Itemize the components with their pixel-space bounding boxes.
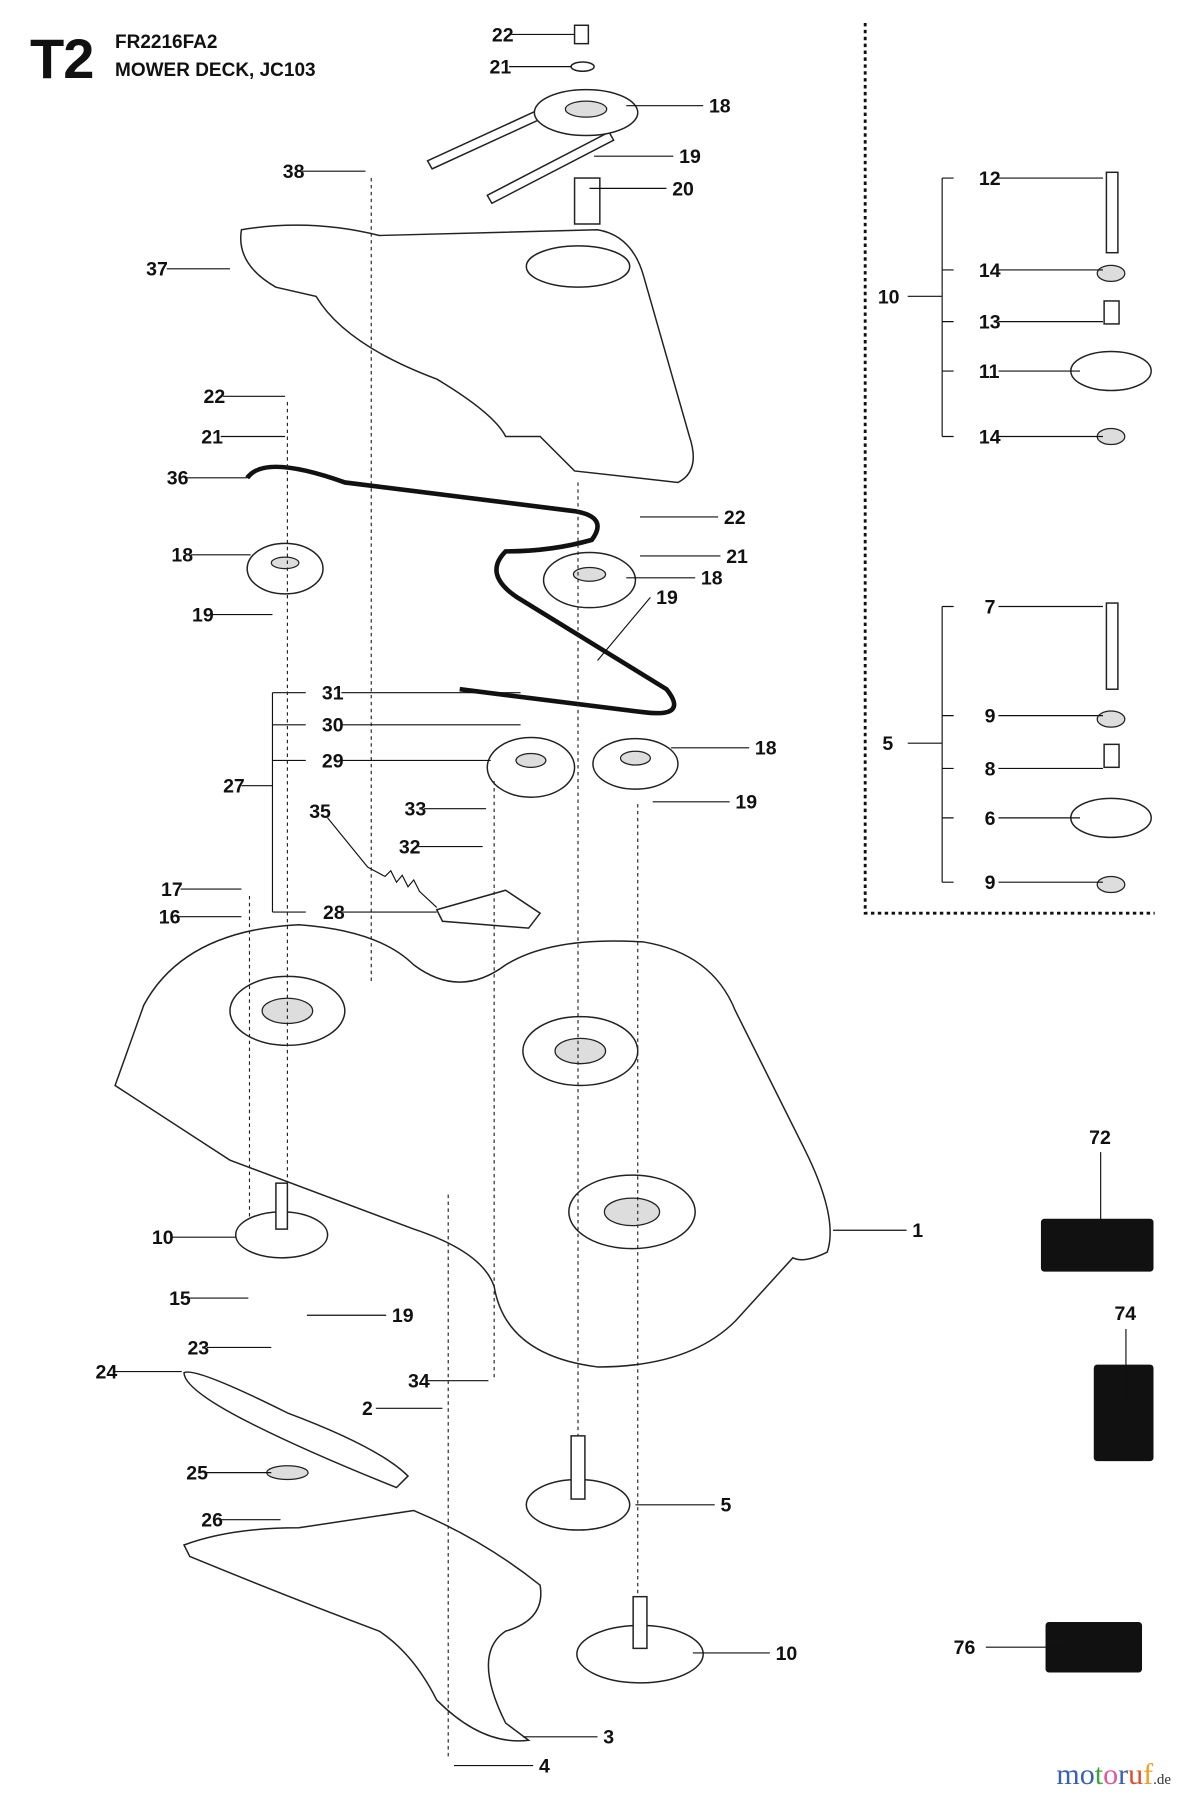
- decal-74: [1093, 1364, 1154, 1462]
- idler-arm: [435, 889, 542, 929]
- callout-20: 20: [672, 178, 694, 200]
- callout-10: 10: [776, 1643, 798, 1665]
- deck-baffle: [182, 1509, 542, 1742]
- callout-30: 30: [322, 715, 344, 737]
- callout-5: 5: [882, 733, 893, 755]
- callout-5: 5: [720, 1495, 731, 1517]
- mower-deck: [114, 923, 831, 1368]
- callout-19: 19: [735, 792, 757, 814]
- callout-29: 29: [322, 750, 344, 772]
- blade: [183, 1371, 410, 1489]
- callout-3: 3: [603, 1727, 614, 1749]
- spring: [367, 866, 438, 908]
- callout-23: 23: [187, 1337, 209, 1359]
- callout-74: 74: [1114, 1303, 1136, 1325]
- callout-leader: [597, 596, 651, 661]
- callout-14: 14: [979, 426, 1001, 448]
- callout-2: 2: [362, 1398, 373, 1420]
- watermark-letter: o: [1103, 1758, 1119, 1791]
- watermark-letter: r: [1118, 1758, 1129, 1791]
- decal-72: [1040, 1218, 1154, 1272]
- callout-21: 21: [726, 546, 748, 568]
- callout-leader: [327, 817, 369, 868]
- callout-4: 4: [539, 1755, 550, 1777]
- callout-33: 33: [405, 799, 427, 821]
- watermark-tld: .de: [1153, 1772, 1171, 1788]
- callout-18: 18: [709, 96, 731, 118]
- cover-opening: [525, 245, 631, 288]
- watermark-letter: u: [1128, 1758, 1144, 1791]
- callout-76: 76: [954, 1637, 976, 1659]
- callout-25: 25: [186, 1463, 208, 1485]
- callout-34: 34: [408, 1371, 430, 1393]
- bracket-27: [241, 692, 306, 913]
- callout-21: 21: [490, 57, 512, 79]
- callout-32: 32: [399, 836, 421, 858]
- callout-19: 19: [679, 146, 701, 168]
- watermark-letter: t: [1094, 1758, 1104, 1791]
- decal-76: [1045, 1621, 1143, 1673]
- callout-10: 10: [878, 286, 900, 308]
- watermark-letter: m: [1056, 1758, 1080, 1791]
- callout-21: 21: [201, 426, 223, 448]
- decal-leaders: [985, 1152, 1127, 1648]
- callout-19: 19: [392, 1305, 414, 1327]
- bracket-5: [907, 605, 954, 883]
- main-belt: [245, 464, 677, 716]
- callout-35: 35: [309, 801, 331, 823]
- belt-cover: [239, 224, 694, 484]
- callout-17: 17: [161, 879, 183, 901]
- callout-15: 15: [169, 1288, 191, 1310]
- drive-belt-top: [426, 24, 639, 225]
- spindle-assemblies: [234, 171, 1152, 1684]
- callout-19: 19: [192, 604, 214, 626]
- callout-22: 22: [492, 24, 514, 46]
- callout-22: 22: [204, 386, 226, 408]
- watermark-letter: f: [1143, 1758, 1154, 1791]
- callout-18: 18: [171, 545, 193, 567]
- callout-27: 27: [223, 776, 245, 798]
- model-number: FR2216FA2: [115, 32, 218, 53]
- watermark-letter: o: [1079, 1758, 1095, 1791]
- callout-16: 16: [159, 907, 181, 929]
- alignment-lines: [248, 178, 639, 1758]
- callout-38: 38: [283, 161, 305, 183]
- callout-1: 1: [912, 1220, 923, 1242]
- callout-6: 6: [985, 808, 996, 830]
- bracket-10: [907, 177, 954, 438]
- callout-36: 36: [167, 468, 189, 490]
- watermark-logo: motoruf.de: [1056, 1758, 1171, 1792]
- callout-24: 24: [96, 1361, 118, 1383]
- callout-13: 13: [979, 312, 1001, 334]
- callout-19: 19: [656, 587, 678, 609]
- callout-9: 9: [985, 706, 996, 728]
- callout-8: 8: [985, 758, 996, 780]
- callout-26: 26: [201, 1510, 223, 1532]
- callout-31: 31: [322, 683, 344, 705]
- diagram-title: MOWER DECK, JC103: [115, 60, 316, 81]
- callout-9: 9: [985, 872, 996, 894]
- subassembly-box: [863, 22, 1155, 915]
- callout-10: 10: [152, 1227, 174, 1249]
- callout-72: 72: [1089, 1127, 1111, 1149]
- callout-14: 14: [979, 260, 1001, 282]
- callout-7: 7: [985, 596, 996, 618]
- page-code: T2: [30, 27, 94, 90]
- callout-28: 28: [323, 902, 345, 924]
- callout-22: 22: [724, 507, 746, 529]
- callout-12: 12: [979, 168, 1001, 190]
- callout-37: 37: [146, 259, 168, 281]
- callout-11: 11: [979, 361, 1000, 383]
- callout-18: 18: [701, 568, 723, 590]
- callout-18: 18: [755, 738, 777, 760]
- pulleys: [246, 542, 679, 798]
